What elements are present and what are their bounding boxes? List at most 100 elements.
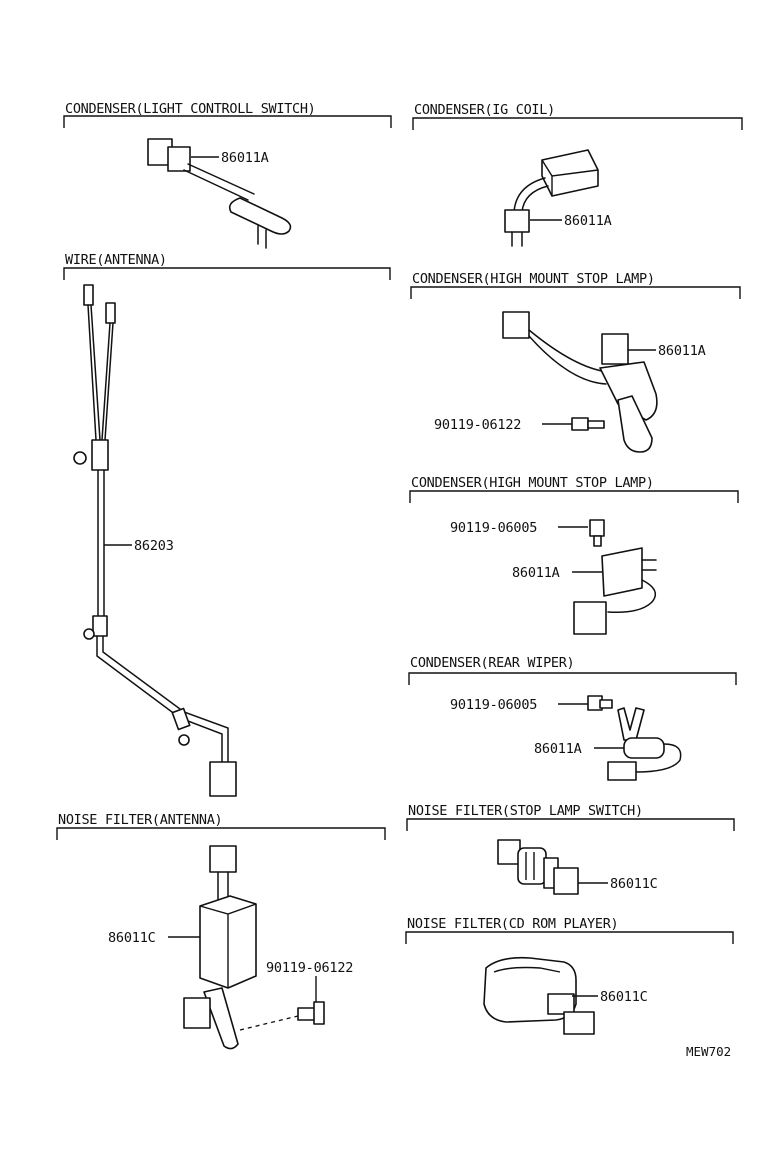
filter-edge — [199, 903, 257, 988]
section-bracket — [409, 490, 739, 503]
part-number-label: 86011C — [610, 876, 658, 892]
section-cd-rom: NOISE FILTER(CD ROM PLAYER) 86011C — [405, 916, 734, 1035]
end-connector — [209, 761, 237, 797]
connector-housing — [167, 146, 191, 172]
junction-clamp — [91, 439, 109, 471]
condenser-illustration — [502, 311, 658, 453]
section-ig-coil: CONDENSER(IG COIL) 86011A — [412, 102, 743, 247]
section-title: CONDENSER(REAR WIPER) — [410, 655, 574, 671]
part-number-label: 86011A — [534, 741, 582, 757]
connector — [504, 209, 530, 233]
condenser-body — [601, 547, 643, 597]
bolt-head — [313, 1001, 325, 1025]
section-title: CONDENSER(LIGHT CONTROLL SWITCH) — [65, 101, 316, 117]
section-title: NOISE FILTER(CD ROM PLAYER) — [407, 916, 618, 932]
part-number-label: 86011A — [658, 343, 706, 359]
wire — [607, 579, 657, 614]
terminal — [641, 559, 657, 571]
section-bracket — [410, 286, 741, 299]
grommet — [171, 707, 191, 731]
lead-wires — [87, 304, 114, 441]
filter-edge — [493, 966, 561, 973]
condenser-body — [228, 197, 292, 235]
connector — [502, 311, 530, 339]
terminal — [257, 225, 267, 249]
clip — [178, 734, 190, 746]
bolt-head — [589, 519, 605, 537]
terminal-fork — [617, 707, 645, 741]
wire — [513, 177, 549, 213]
connector — [553, 867, 579, 895]
filter-ribs — [525, 852, 535, 880]
terminal — [511, 231, 523, 247]
section-bracket — [405, 931, 734, 944]
clip — [83, 628, 95, 640]
noise-filter-illustration — [483, 956, 595, 1035]
section-title: NOISE FILTER(ANTENNA) — [58, 812, 222, 828]
connector — [563, 1011, 595, 1035]
condenser-edge — [541, 159, 599, 196]
terminal-plug — [83, 284, 94, 306]
bolt-part-label: 90119-06122 — [434, 417, 521, 433]
part-number-label: 86011C — [600, 989, 648, 1005]
filter-body — [517, 847, 547, 885]
condenser-illustration — [147, 138, 292, 249]
noise-filter-illustration — [183, 845, 325, 1050]
section-bracket — [412, 117, 743, 130]
section-bracket — [63, 267, 391, 280]
alignment-line — [239, 1015, 299, 1031]
part-number-label: 86011A — [564, 213, 612, 229]
wire — [528, 329, 609, 385]
bolt-shank — [599, 699, 613, 709]
bolt-part-label: 90119-06122 — [266, 960, 353, 976]
section-bracket — [63, 115, 392, 128]
section-title: CONDENSER(IG COIL) — [414, 102, 555, 118]
part-number-label: 86011A — [221, 150, 269, 166]
bracket — [599, 361, 658, 421]
wire — [635, 743, 682, 773]
part-number-label: 86011A — [512, 565, 560, 581]
ground-terminal — [183, 997, 211, 1029]
connector — [601, 333, 629, 365]
connector — [497, 839, 521, 865]
condenser-illustration — [504, 149, 599, 247]
diagram-code: MEW702 — [686, 1044, 731, 1059]
section-title: CONDENSER(HIGH MOUNT STOP LAMP) — [411, 475, 654, 491]
wire — [217, 871, 229, 901]
section-noise-antenna: NOISE FILTER(ANTENNA) 86011C 90119-06122 — [56, 812, 386, 1050]
filter-neck — [547, 993, 575, 1015]
connector — [573, 601, 607, 635]
condenser-illustration — [587, 695, 682, 781]
connector — [209, 845, 237, 873]
section-wire-antenna: WIRE(ANTENNA) 86203 — [63, 252, 391, 797]
section-stop-lamp-2: CONDENSER(HIGH MOUNT STOP LAMP) 90119-06… — [409, 475, 739, 635]
bolt-part-label: 90119-06005 — [450, 520, 537, 536]
main-wire — [97, 469, 105, 621]
section-light-switch: CONDENSER(LIGHT CONTROLL SWITCH) 86011A — [63, 101, 392, 249]
terminal-plug — [105, 302, 116, 324]
wire — [183, 163, 255, 201]
section-stop-switch: NOISE FILTER(STOP LAMP SWITCH) 86011C — [406, 803, 735, 895]
section-stop-lamp-1: CONDENSER(HIGH MOUNT STOP LAMP) 86011A 9… — [410, 271, 741, 453]
bolt-head — [571, 417, 589, 431]
condenser-illustration — [573, 519, 657, 635]
section-title: NOISE FILTER(STOP LAMP SWITCH) — [408, 803, 643, 819]
filter-part-label: 86011C — [108, 930, 156, 946]
section-bracket — [408, 672, 737, 685]
section-title: CONDENSER(HIGH MOUNT STOP LAMP) — [412, 271, 655, 287]
noise-filter-illustration — [497, 839, 579, 895]
lower-wire — [96, 635, 229, 763]
part-number-label: 86203 — [134, 538, 174, 554]
grommet — [92, 615, 108, 637]
bolt-shank — [593, 535, 602, 547]
section-bracket — [56, 827, 386, 840]
bracket — [203, 987, 239, 1050]
section-rear-wiper: CONDENSER(REAR WIPER) 90119-06005 86011A — [408, 655, 737, 781]
bolt-part-label: 90119-06005 — [450, 697, 537, 713]
condenser-body — [623, 737, 665, 759]
connector — [607, 761, 637, 781]
section-bracket — [406, 818, 735, 831]
clip — [73, 451, 87, 465]
condenser-body — [617, 395, 653, 453]
